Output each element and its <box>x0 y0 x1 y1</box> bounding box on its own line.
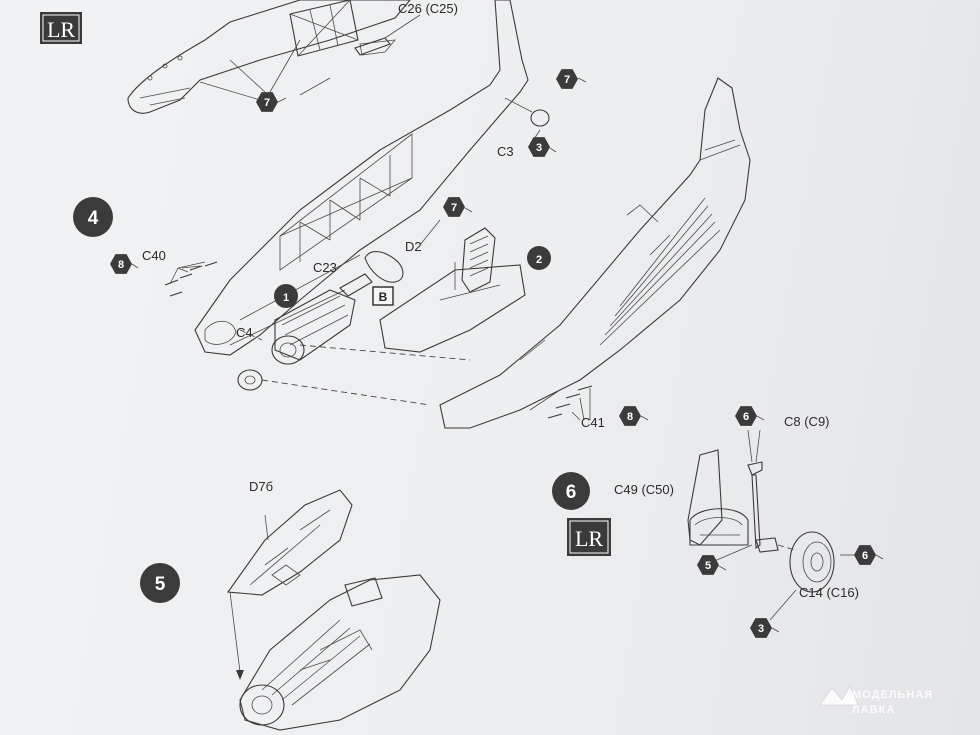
engine-block <box>237 273 373 391</box>
wheel-c14 <box>789 531 835 593</box>
watermark-logo: МОДЕЛЬНАЯ ЛАВКА <box>819 685 933 716</box>
part-label: D2 <box>405 239 422 254</box>
svg-text:2: 2 <box>536 254 542 266</box>
fuselage-cutaway <box>239 574 441 731</box>
part-label: D7б <box>249 479 273 494</box>
svg-text:5: 5 <box>155 574 166 595</box>
callout-hex: 5 <box>697 555 727 575</box>
callout-hex: 8 <box>619 406 649 426</box>
svg-text:6: 6 <box>862 550 868 562</box>
part-label: C26 (C25) <box>398 1 458 16</box>
svg-text:6: 6 <box>743 411 749 423</box>
svg-text:LR: LR <box>47 17 75 42</box>
svg-text:1: 1 <box>283 292 289 304</box>
part-label: C8 (C9) <box>784 414 830 429</box>
svg-text:5: 5 <box>705 560 711 572</box>
fuselage-left-half <box>194 0 529 356</box>
part-c23-shape <box>364 251 404 283</box>
svg-text:8: 8 <box>118 259 124 271</box>
part-label: C3 <box>497 144 514 159</box>
part-label: C4 <box>236 325 253 340</box>
callout-hex: 3 <box>528 137 557 157</box>
fuselage-right-half <box>439 77 751 429</box>
sub-step-number: 2 <box>527 246 551 270</box>
gear-strut-c8 <box>747 461 779 553</box>
callout-hex: 8 <box>110 254 139 274</box>
part-label: C23 <box>313 260 337 275</box>
step-number: 4 <box>73 197 113 237</box>
upper-fuselage-part <box>127 0 411 114</box>
svg-text:МОДЕЛЬНАЯ: МОДЕЛЬНАЯ <box>852 689 933 701</box>
parts-c41 <box>547 385 593 419</box>
part-label: C14 (C16) <box>799 585 859 600</box>
part-label: C40 <box>142 248 166 263</box>
svg-text:7: 7 <box>264 97 270 109</box>
part-c3 <box>504 97 550 127</box>
svg-text:7: 7 <box>451 202 457 214</box>
reference-box-b: B <box>372 286 394 306</box>
svg-text:LR: LR <box>575 526 603 551</box>
callout-hex: 6 <box>735 406 765 426</box>
callout-hex: 7 <box>256 92 287 112</box>
step-number: 5 <box>140 563 180 603</box>
sub-step-number: 1 <box>274 284 298 308</box>
svg-text:7: 7 <box>564 74 570 86</box>
gear-door-c49 <box>687 449 749 546</box>
svg-text:3: 3 <box>758 623 764 635</box>
svg-text:ЛАВКА: ЛАВКА <box>852 704 895 716</box>
callout-hex: 7 <box>443 197 473 217</box>
svg-text:8: 8 <box>627 411 633 423</box>
canopy-part-d7 <box>226 489 353 596</box>
lr-mark: LR <box>567 518 611 556</box>
part-c26 <box>354 37 391 56</box>
step-number: 6 <box>552 472 590 510</box>
part-label: C49 (C50) <box>614 482 674 497</box>
svg-text:B: B <box>379 290 388 304</box>
callout-hex: 6 <box>854 545 884 565</box>
svg-text:3: 3 <box>536 142 542 154</box>
callout-hex: 3 <box>750 618 780 638</box>
cockpit-floor <box>379 227 526 353</box>
callout-hex: 7 <box>556 69 587 89</box>
svg-text:4: 4 <box>88 208 99 229</box>
parts-c40 <box>164 261 218 297</box>
lr-mark: LR <box>40 12 82 44</box>
svg-text:6: 6 <box>566 482 577 503</box>
part-label: C41 <box>581 415 605 430</box>
